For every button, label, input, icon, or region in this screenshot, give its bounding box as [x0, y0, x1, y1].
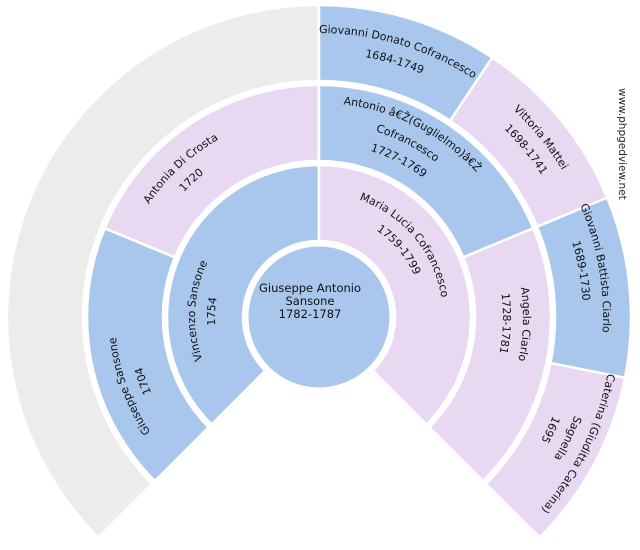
- fan-label-angela-ciarlo-line1: Angela Ciarlo: [515, 286, 533, 362]
- center-person-name-line1: Giuseppe Antonio: [259, 281, 361, 295]
- fan-segment-vincenzo-sansone[interactable]: [165, 163, 321, 427]
- fan-segment-angela-ciarlo[interactable]: [427, 226, 553, 483]
- center-person-name-line2: Sansone: [285, 294, 334, 308]
- fan-label-angela-ciarlo-line2: 1728-1781: [496, 292, 513, 355]
- fan-segment-empty-ancestors: [5, 3, 321, 540]
- center-person-circle[interactable]: [245, 243, 393, 391]
- fan-segment-caterina-giuditta-caterina-sagnella[interactable]: [484, 361, 627, 540]
- center-person[interactable]: Giuseppe Antonio Sansone 1782-1787: [245, 243, 393, 391]
- center-person-years: 1782-1787: [279, 307, 342, 321]
- fan-rings: [5, 3, 633, 540]
- phpgedview-watermark: www.phpgedview.net: [616, 88, 628, 200]
- fan-segment-maria-lucia-cofrancesco[interactable]: [317, 163, 473, 427]
